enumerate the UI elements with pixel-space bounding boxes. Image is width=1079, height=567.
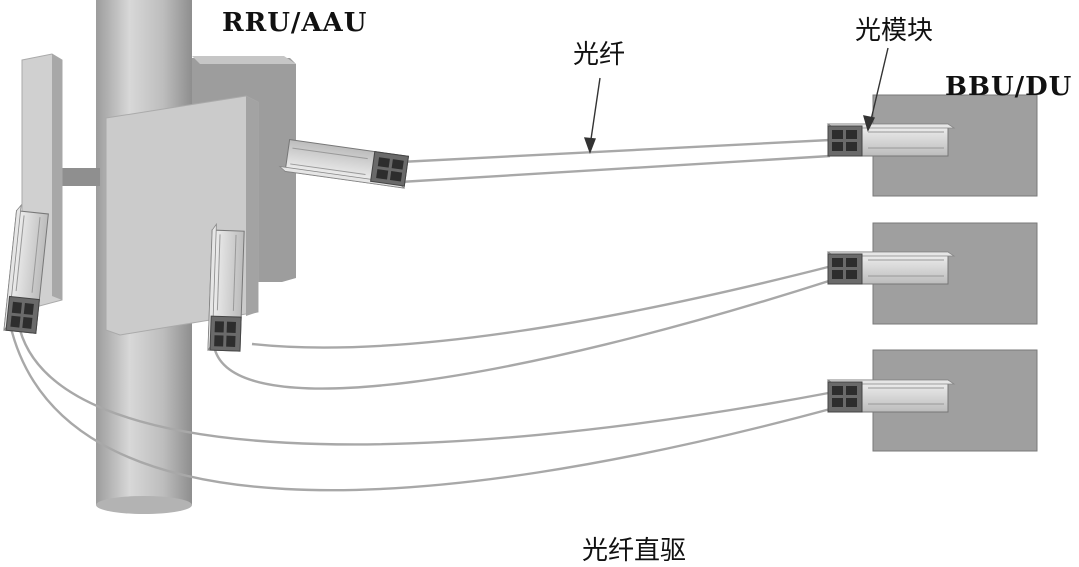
fiber-pointer — [589, 77, 601, 147]
fiber-line — [251, 264, 833, 349]
module-pointer-head — [863, 115, 876, 132]
module-pointer — [869, 47, 889, 125]
optical-module-bbu-1 — [827, 123, 955, 157]
fiber-pointer-head — [583, 137, 596, 155]
fiber-line — [399, 154, 831, 184]
fiber-line — [8, 323, 835, 492]
fiber-line — [399, 138, 831, 164]
optical-module-rru-1 — [278, 138, 409, 189]
rru-aau-label: RRU/AAU — [222, 8, 368, 38]
fiber-line — [212, 278, 833, 390]
caption: 光纤直驱 — [582, 536, 687, 566]
optical-module-label: 光模块 — [855, 16, 934, 46]
optical-module-bbu-2 — [827, 251, 955, 285]
fiber-line — [18, 329, 835, 446]
optical-module-bbu-3 — [827, 379, 955, 413]
fiber-cables — [8, 138, 835, 492]
annotation-arrows — [583, 47, 889, 155]
fiber-label: 光纤 — [573, 40, 626, 70]
optical-module-rru-3 — [3, 204, 50, 334]
optical-module-rru-2 — [207, 223, 245, 352]
bbu-du-label: BBU/DU — [945, 72, 1073, 102]
